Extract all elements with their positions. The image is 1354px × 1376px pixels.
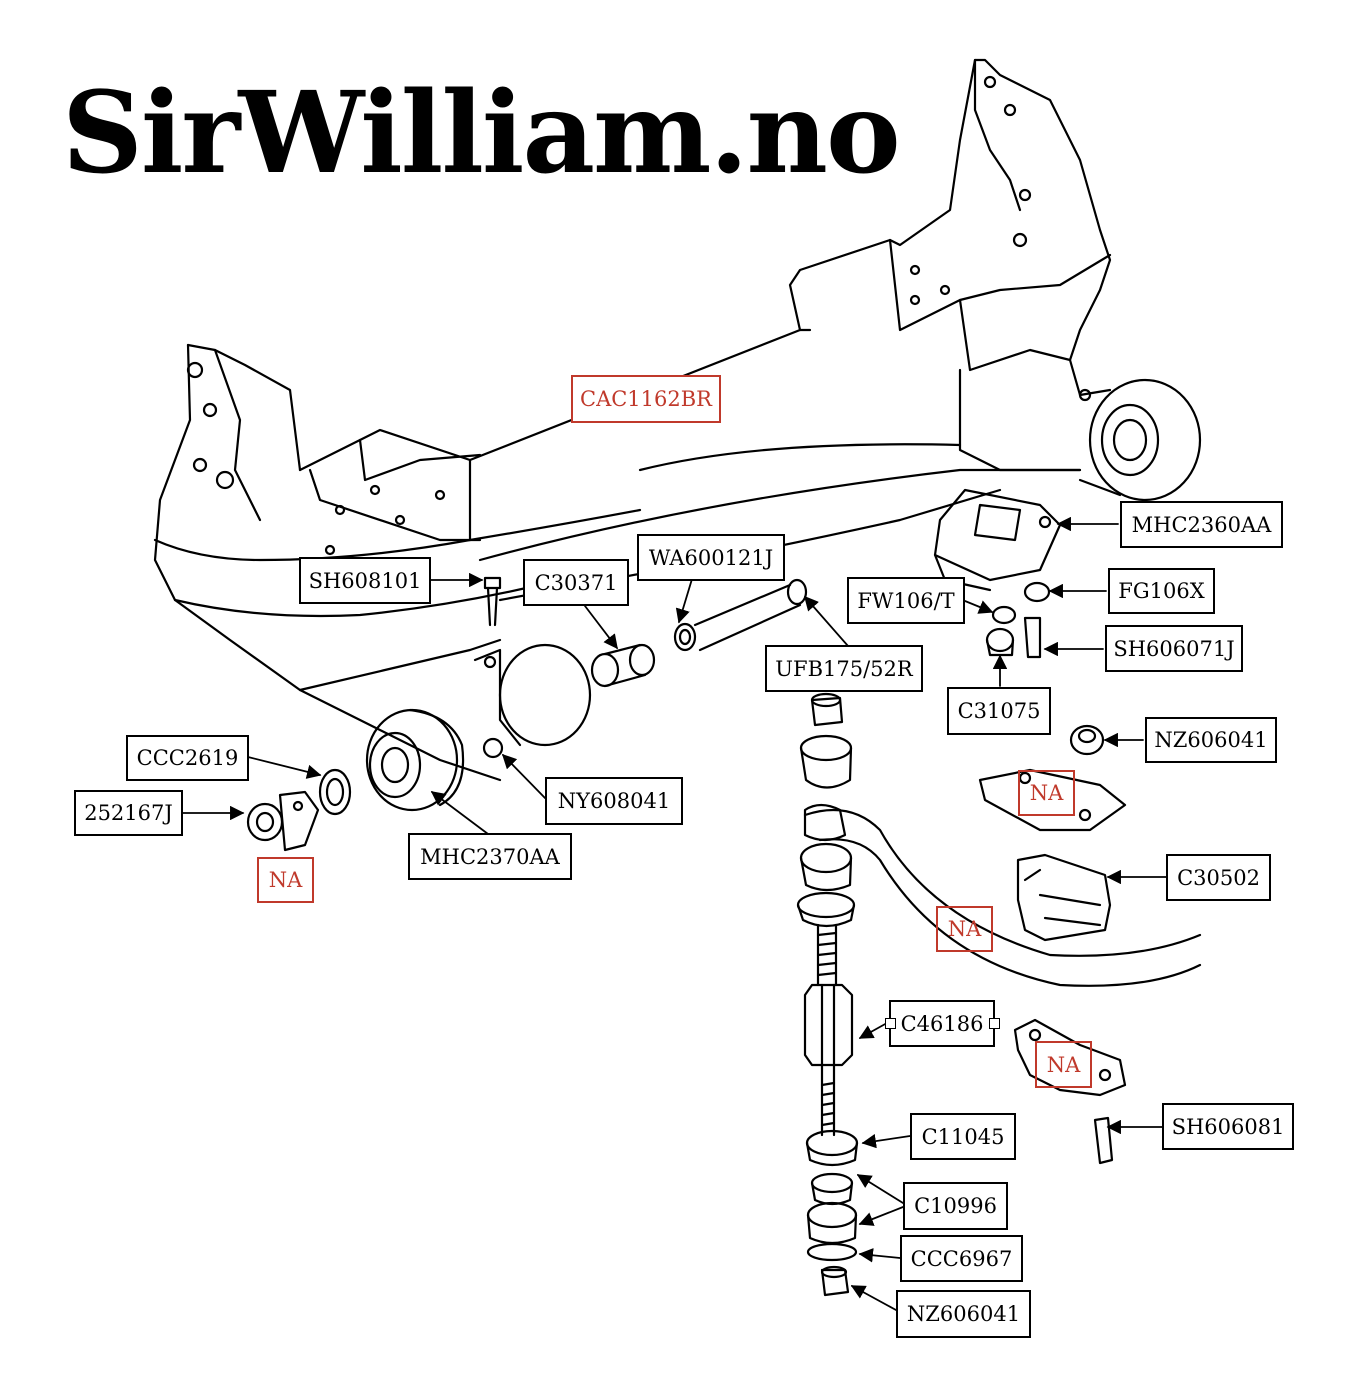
part-label-sh608101: SH608101	[299, 557, 431, 604]
part-label-ccc6967: CCC6967	[900, 1235, 1023, 1282]
na-label-upper-clamp: NA	[1018, 770, 1075, 816]
part-label-c30502: C30502	[1166, 854, 1271, 901]
drop-link-stack	[796, 692, 859, 1297]
part-label-sh606081: SH606081	[1162, 1103, 1294, 1150]
part-label-fw106t: FW106/T	[847, 577, 965, 624]
part-label-252167j: 252167J	[74, 790, 183, 836]
part-label-ccc2619: CCC2619	[126, 735, 249, 781]
part-label-mhc2360aa: MHC2360AA	[1120, 501, 1283, 548]
part-label-ny608041: NY608041	[545, 777, 683, 825]
part-label-sh606071j: SH606071J	[1105, 625, 1243, 672]
part-label-c30371: C30371	[523, 559, 629, 606]
left-mount-parts	[246, 576, 808, 852]
part-label-fg106x: FG106X	[1108, 568, 1215, 614]
part-label-nz606041-bottom: NZ606041	[896, 1290, 1031, 1338]
na-label-lower-clamp: NA	[1035, 1041, 1092, 1088]
part-label-c31075: C31075	[947, 687, 1051, 735]
part-label-nz606041-top: NZ606041	[1145, 717, 1277, 763]
part-label-wa600121j: WA600121J	[637, 534, 785, 581]
na-label-anti-roll-bar: NA	[936, 906, 993, 952]
selection-handle-left	[885, 1018, 896, 1029]
selection-handle-right	[989, 1018, 1000, 1029]
part-label-c10996: C10996	[903, 1182, 1008, 1230]
part-label-ufb175-52r: UFB175/52R	[765, 645, 923, 692]
part-label-mhc2370aa: MHC2370AA	[408, 833, 572, 880]
frame-part-label: CAC1162BR	[571, 375, 721, 423]
part-label-c11045: C11045	[910, 1113, 1016, 1160]
na-label-left: NA	[257, 857, 314, 903]
site-logo: SirWilliam.no	[62, 68, 901, 199]
part-label-c46186: C46186	[889, 1000, 995, 1047]
leader-arrows	[181, 516, 1167, 1311]
anti-roll-bar-parts	[803, 768, 1202, 1165]
